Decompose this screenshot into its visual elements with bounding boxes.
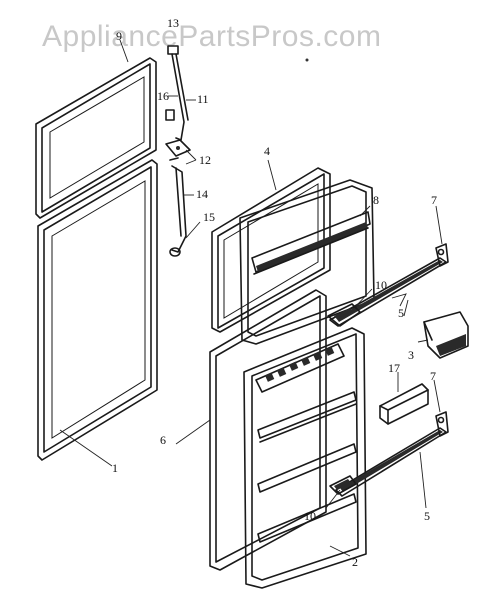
callout-6: 6 xyxy=(160,433,166,447)
freezer-door-shelf-bar xyxy=(329,243,449,327)
callout-1: 1 xyxy=(112,461,118,475)
freezer-shelf-clip xyxy=(327,303,361,327)
fresh-food-door-liner xyxy=(243,327,367,589)
callout-2: 2 xyxy=(352,555,358,569)
callout-labels: 9 13 16 11 12 14 15 4 8 7 10 5 3 17 7 6 … xyxy=(112,16,437,569)
callout-7-upper: 7 xyxy=(431,193,437,207)
stray-mark xyxy=(305,58,309,62)
callout-12: 12 xyxy=(199,153,211,167)
callout-3: 3 xyxy=(408,348,414,362)
lower-door-gasket xyxy=(37,159,158,461)
callout-14: 14 xyxy=(196,187,208,201)
callout-13: 13 xyxy=(167,16,179,30)
fresh-food-door-shelf-bar xyxy=(335,411,449,497)
upper-door-gasket xyxy=(35,57,157,219)
callout-11: 11 xyxy=(197,92,209,106)
fresh-food-shelf-clip xyxy=(329,475,357,495)
callout-10-upper: 10 xyxy=(375,278,387,292)
callout-9: 9 xyxy=(116,29,122,43)
callout-7-lower: 7 xyxy=(430,369,436,383)
callout-8: 8 xyxy=(373,193,379,207)
callout-5-upper: 5 xyxy=(398,306,404,320)
door-bin-small xyxy=(379,383,429,425)
callout-10-lower: 10 xyxy=(304,509,316,523)
callout-5-lower: 5 xyxy=(424,509,430,523)
leader-lines xyxy=(59,39,443,557)
callout-16: 16 xyxy=(157,89,169,103)
upper-hinge-assembly xyxy=(165,45,189,141)
middle-hinge-bracket xyxy=(165,139,191,161)
callout-17: 17 xyxy=(388,361,400,375)
callout-4: 4 xyxy=(264,144,270,158)
freezer-door-liner xyxy=(239,179,375,345)
lower-hinge-channel xyxy=(169,165,187,257)
watermark-text: AppliancePartsPros.com xyxy=(42,20,381,53)
dairy-bin xyxy=(423,311,469,359)
callout-15: 15 xyxy=(203,210,215,224)
